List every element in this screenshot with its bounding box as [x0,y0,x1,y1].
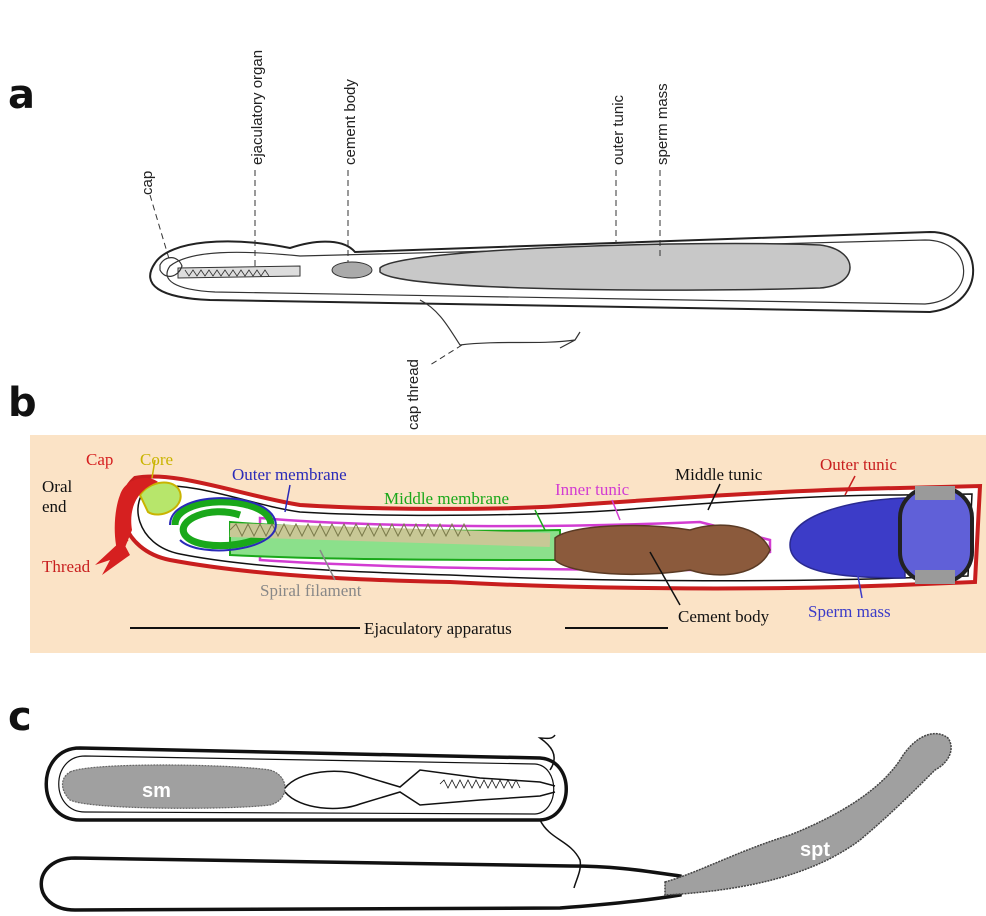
label-b-sperm-mass: Sperm mass [808,602,891,621]
label-a-cap-thread: cap thread [405,359,422,430]
panel-c-sperm-mass [63,765,286,808]
panel-c-drawing: sm spt [41,734,951,910]
panel-a-drawing: cap ejaculatory organ cement body outer … [139,50,973,430]
label-b-middle-tunic: Middle tunic [675,465,763,484]
panel-a-sperm-mass [380,244,850,291]
label-c-sm: sm [142,780,171,802]
label-a-cement-body: cement body [342,79,359,165]
panel-a-cement-body [332,262,372,278]
panel-b-cement-body [555,525,770,575]
panel-b-drawing: Cap Core Oral end Thread Outer membrane … [30,435,986,653]
panel-c-lower-capsule [41,858,680,910]
label-a-outer-tunic: outer tunic [610,94,627,165]
label-b-outer-tunic: Outer tunic [820,455,897,474]
label-b-middle-membrane: Middle membrane [384,489,509,508]
panel-a-ejaculatory-organ [178,266,300,278]
label-b-cap: Cap [86,450,113,469]
label-b-spiral-filament: Spiral filament [260,581,362,600]
panel-c-spt [665,734,951,895]
label-a-sperm-mass: sperm mass [654,83,671,165]
label-b-cement-body: Cement body [678,607,770,626]
label-b-oral-end-1: Oral [42,477,72,496]
panel-a-cap-thread [420,300,580,348]
label-b-oral-end-2: end [42,497,67,516]
label-b-ejaculatory-apparatus: Ejaculatory apparatus [364,619,512,638]
label-b-outer-membrane: Outer membrane [232,465,347,484]
label-b-core: Core [140,450,173,469]
label-a-ejaculatory-organ: ejaculatory organ [249,50,266,165]
label-a-cap: cap [139,171,156,195]
label-b-inner-tunic: Inner tunic [555,480,630,499]
label-c-spt: spt [800,839,830,861]
label-b-thread: Thread [42,557,91,576]
